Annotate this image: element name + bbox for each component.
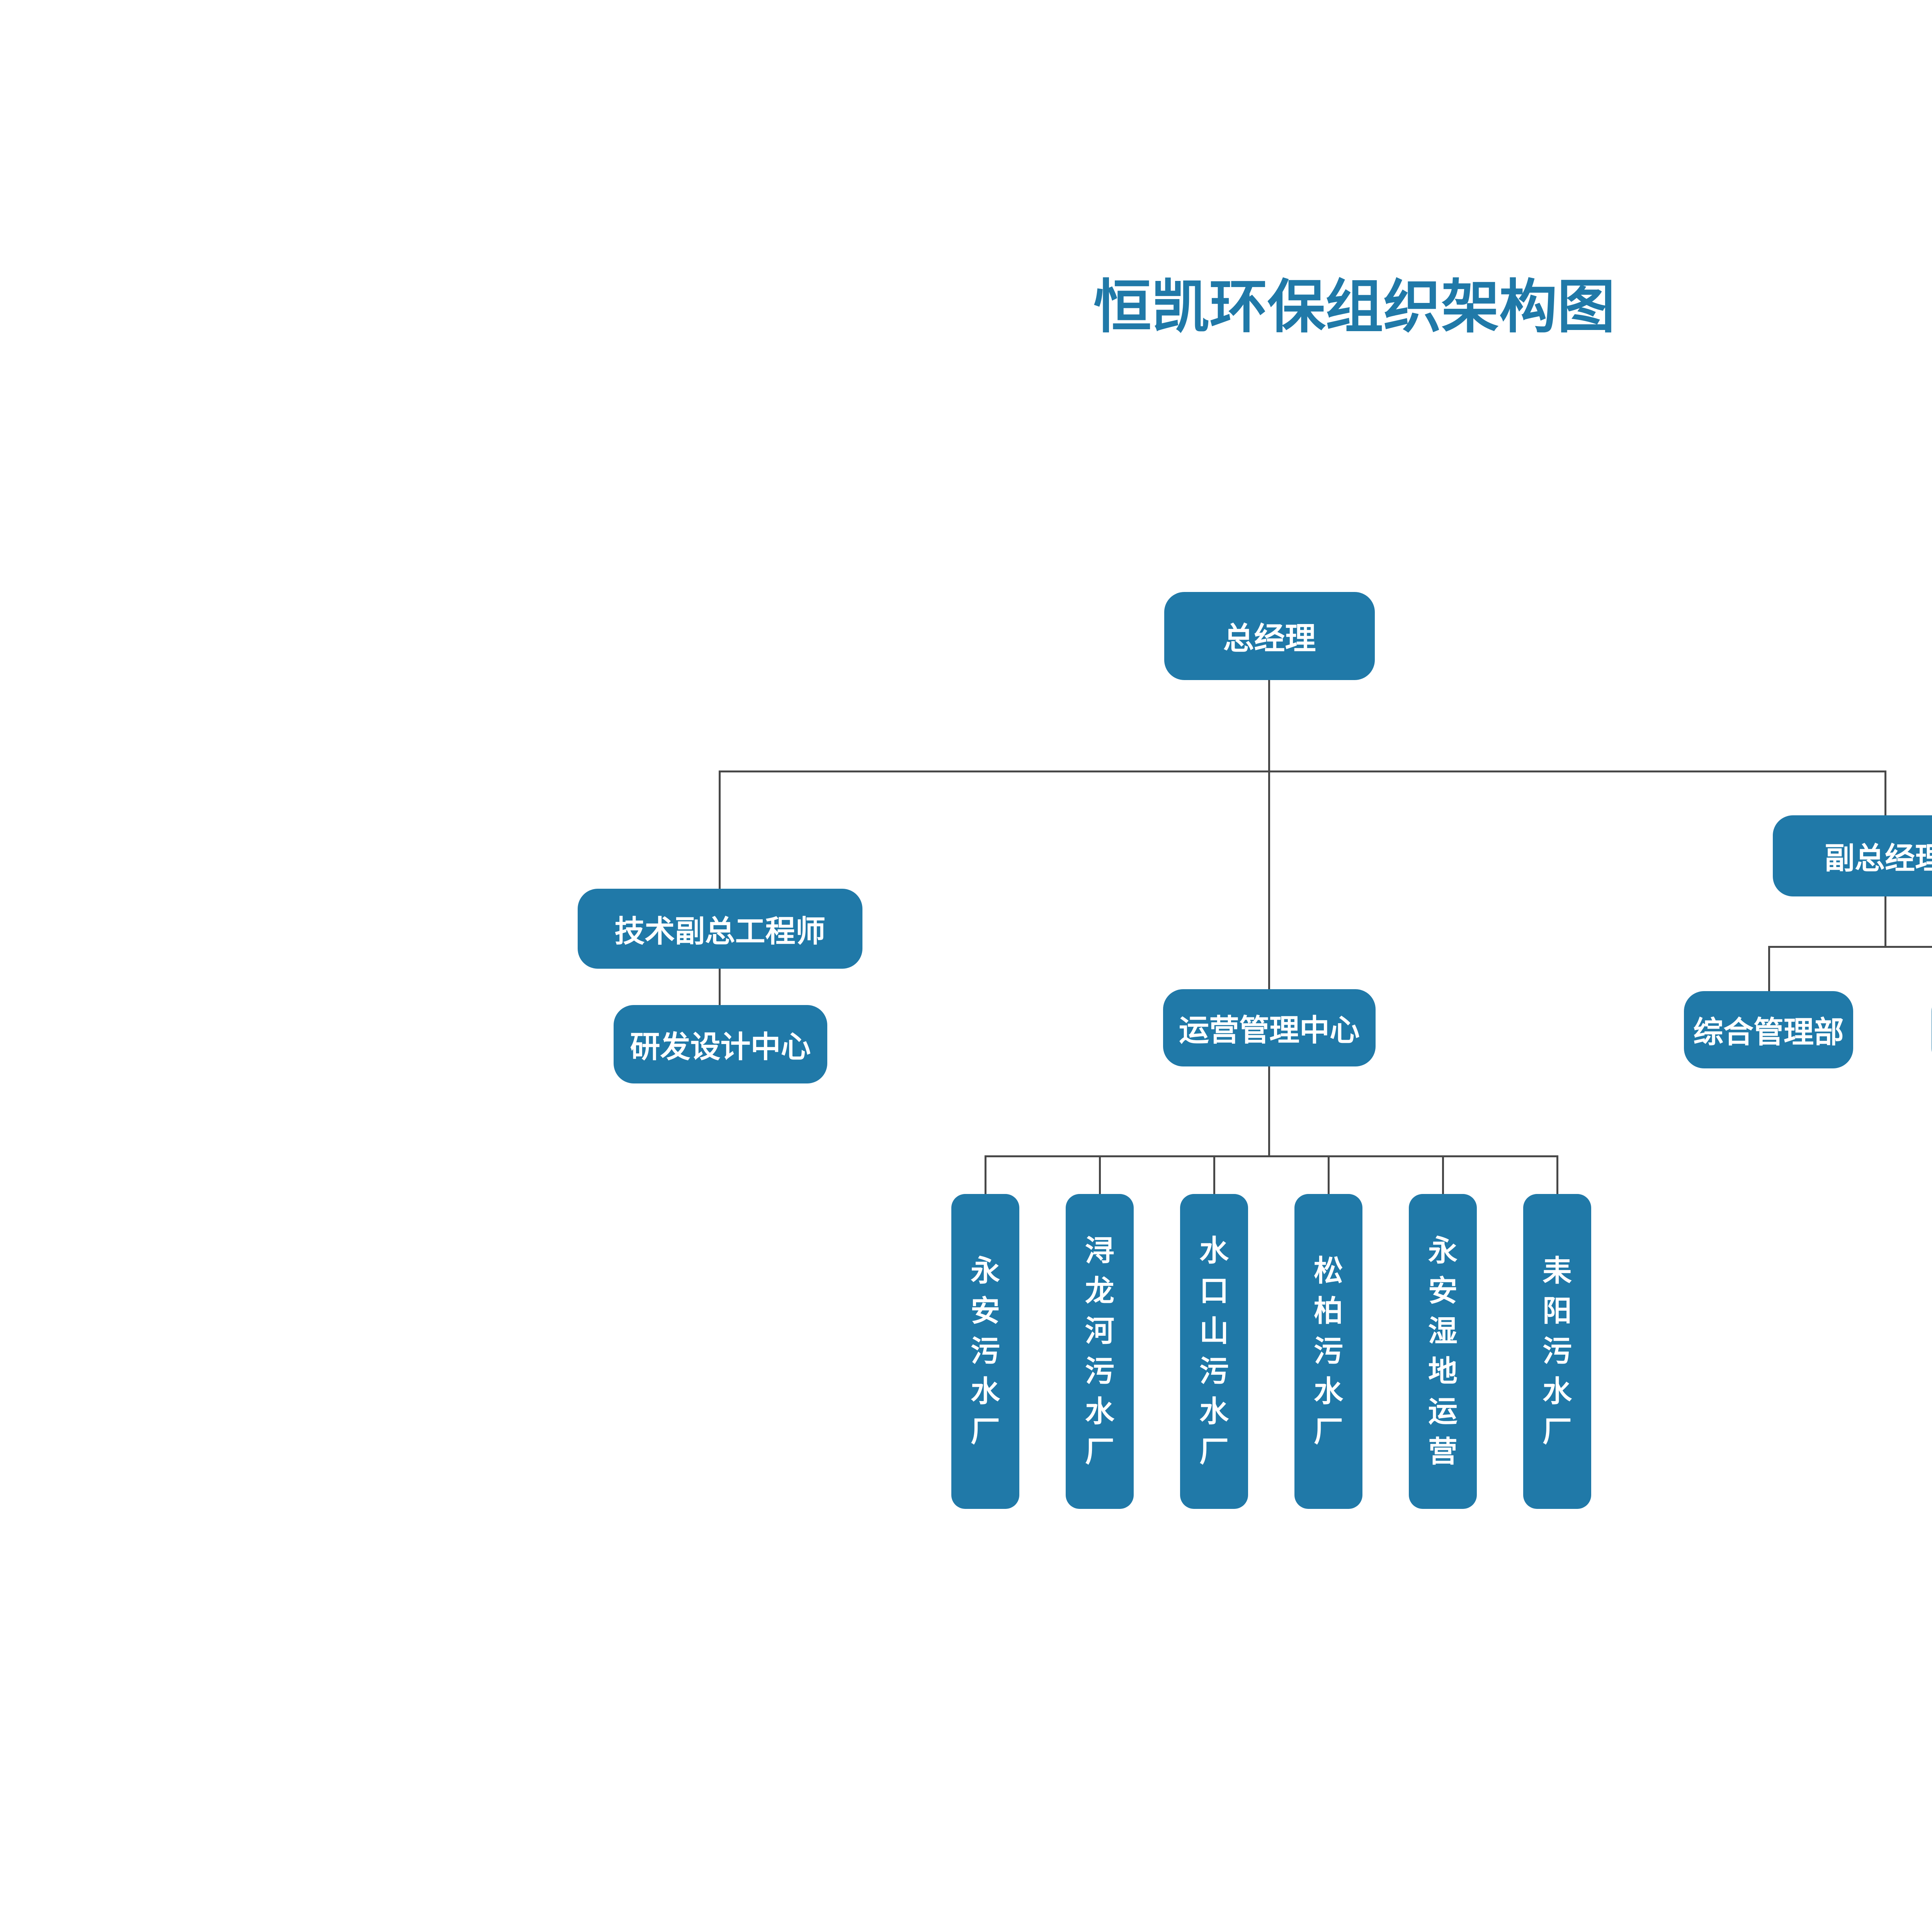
node-plant-songbai-sewage: 松柏污水厂 [1294,1194,1362,1509]
connector-drop-plant-6 [1556,1155,1558,1195]
node-plant-yongan-sewage: 永安污水厂 [951,1194,1019,1509]
node-rd-design-center: 研发设计中心 [614,1005,827,1083]
connector-drop-vice-gm [1884,770,1886,816]
connector-drop-plant-2 [1099,1155,1101,1195]
connector-op-to-plants [1268,1066,1270,1157]
connector-root-to-main [1268,679,1270,772]
node-plant-xunlonghe-sewage: 浔龙河污水厂 [1066,1194,1134,1509]
connector-drop-tech-chief [719,770,721,889]
node-operations-management-center: 运营管理中心 [1163,989,1376,1066]
connector-drop-op-center [1268,770,1270,990]
page-title: 恒凯环保组织架构图 [1093,274,1616,339]
connector-drop-plant-1 [985,1155,986,1195]
connector-drop-plant-3 [1213,1155,1215,1195]
connector-drop-plant-5 [1442,1155,1444,1195]
connector-vice-to-sub [1884,896,1886,948]
node-deputy-general-manager: 副总经理 [1773,815,1932,896]
node-plant-yongan-wetland-operations: 永安湿地运营 [1409,1194,1477,1509]
connector-sub-horizontal-right [1768,946,1932,948]
connector-drop-plant-4 [1328,1155,1330,1195]
node-tech-deputy-chief-engineer: 技术副总工程师 [578,889,862,969]
connector-main-horizontal [719,770,1886,772]
connector-plants-horizontal [985,1155,1558,1157]
connector-tech-to-rd [719,968,721,1006]
node-general-manager: 总经理 [1164,592,1375,680]
node-plant-leiyang-sewage: 耒阳污水厂 [1523,1194,1591,1509]
node-general-management-dept: 综合管理部 [1684,991,1853,1068]
connector-drop-general-admin [1768,946,1770,992]
node-plant-shuikoushan-sewage: 水口山污水厂 [1180,1194,1248,1509]
